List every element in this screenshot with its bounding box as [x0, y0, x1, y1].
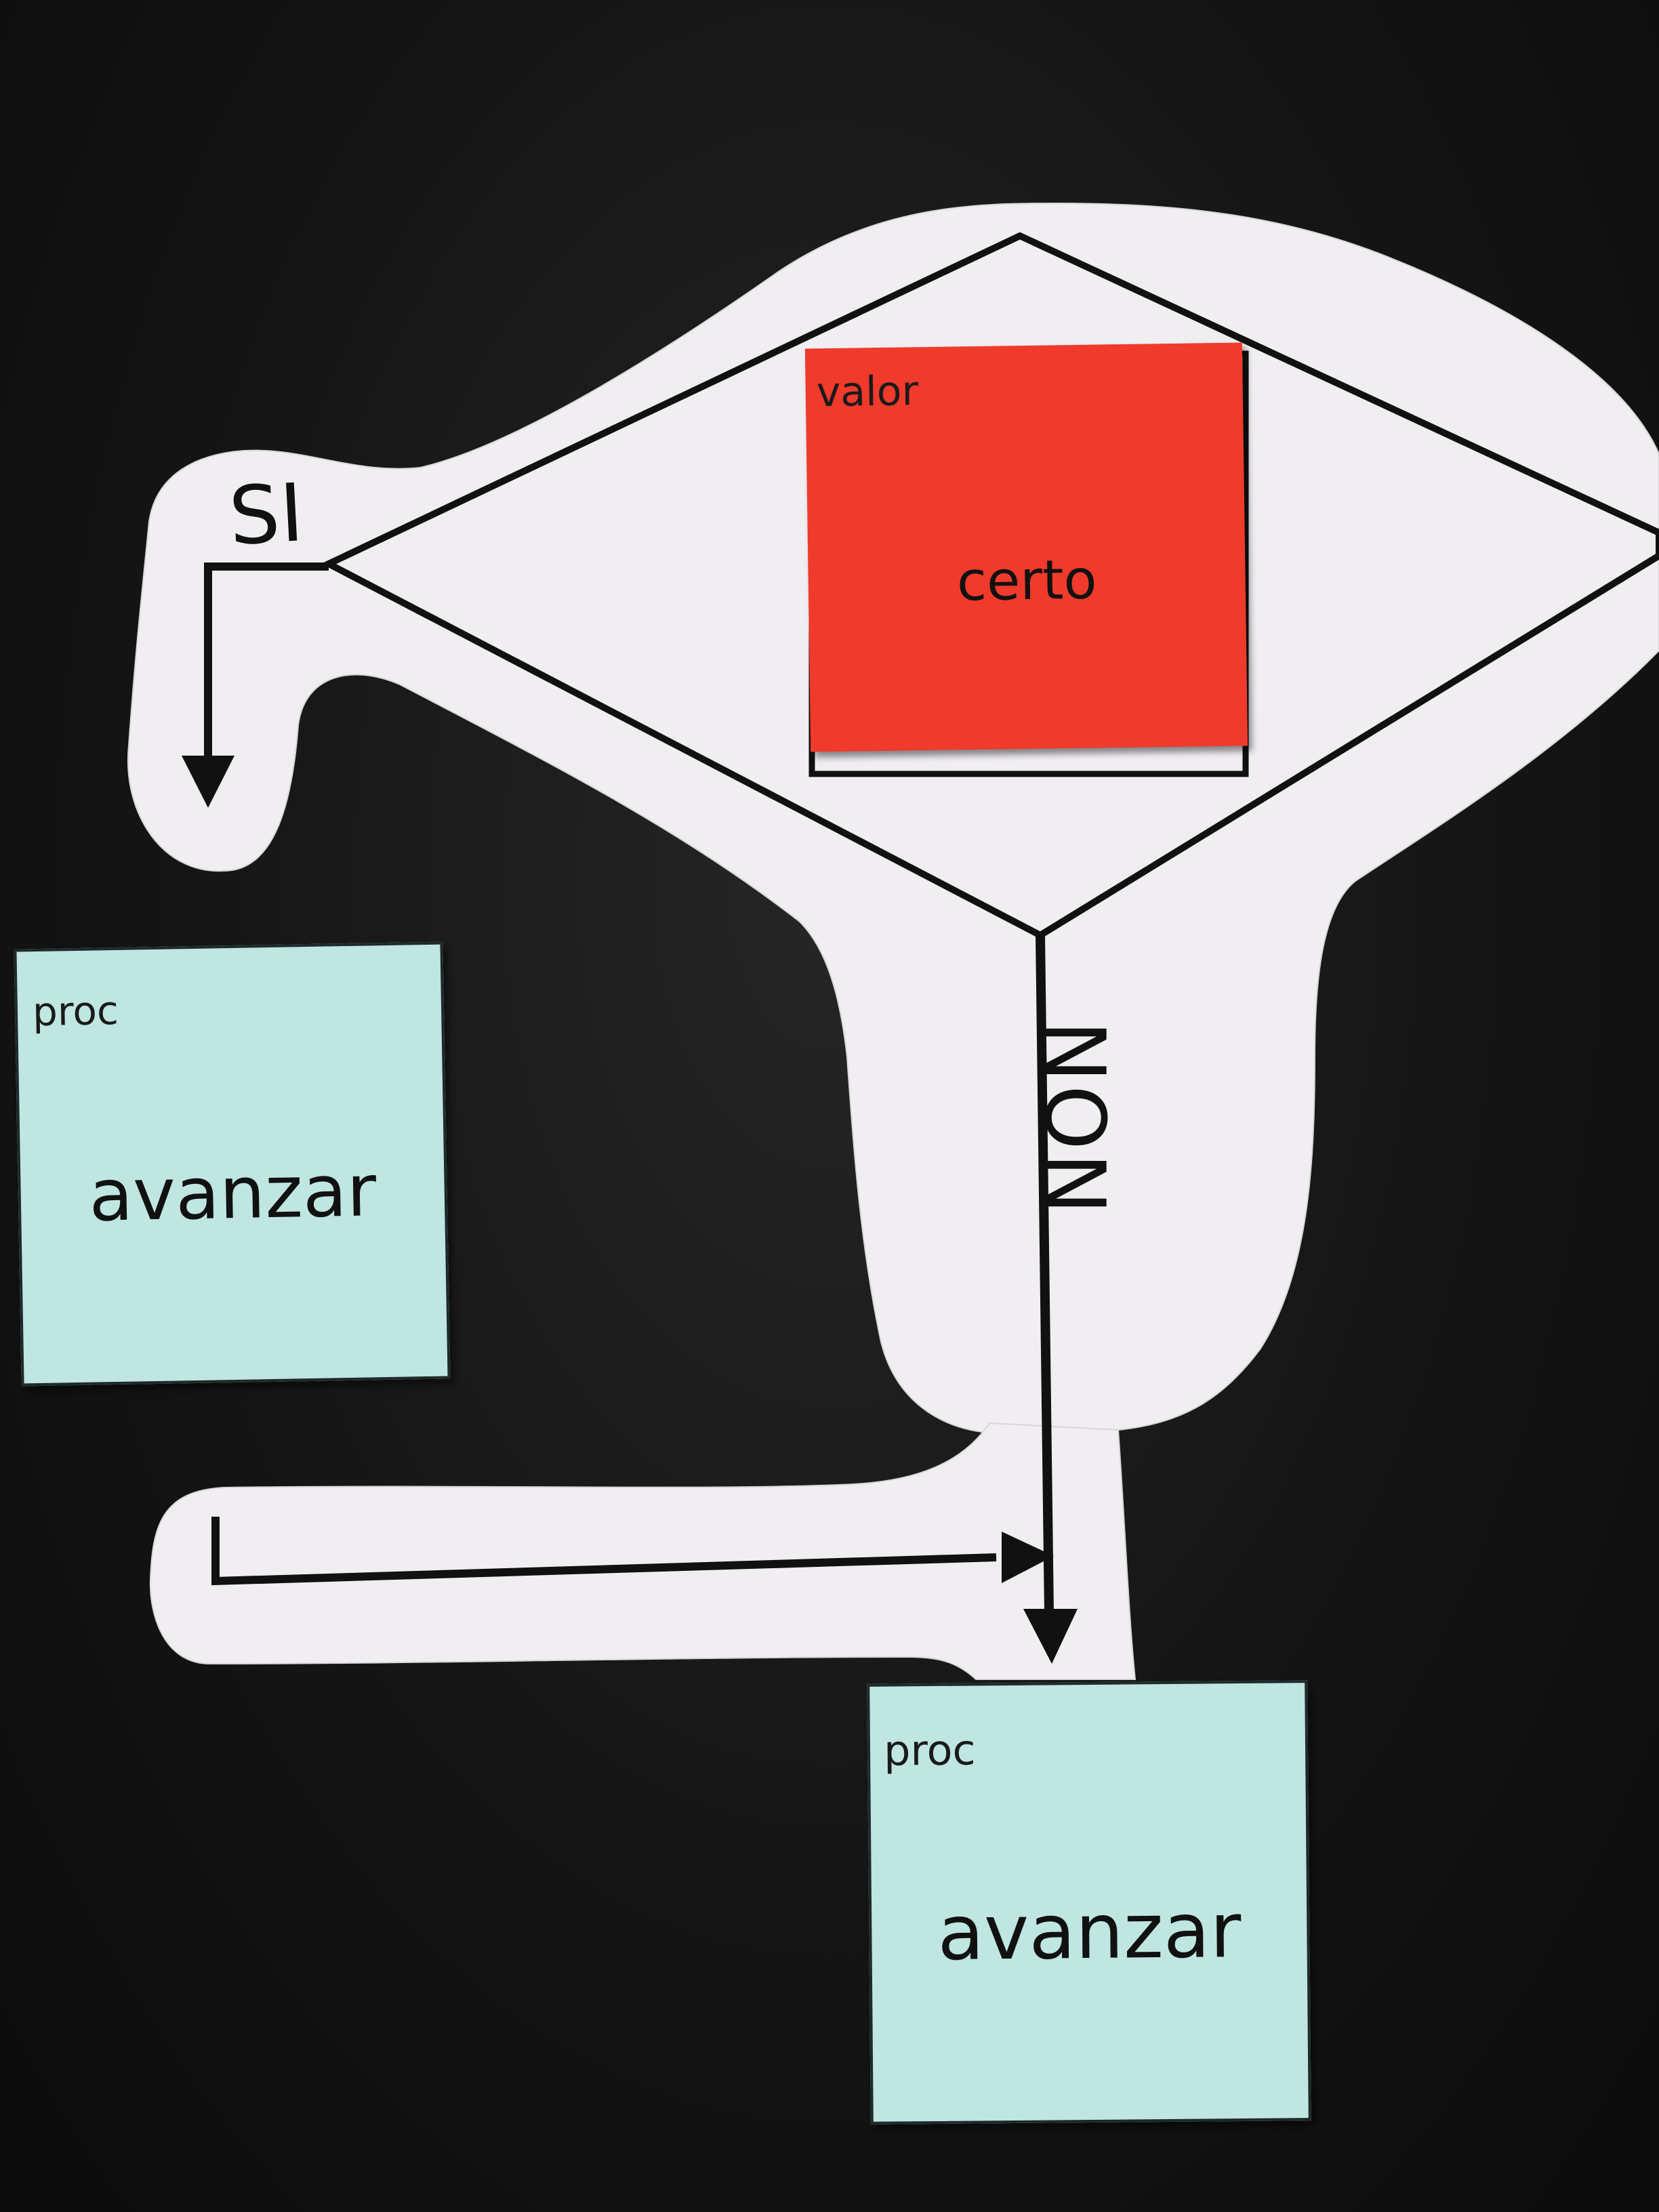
card-action-label: avanzar — [937, 1887, 1242, 1978]
card-value-label: certo — [956, 548, 1098, 613]
no-branch-line — [1036, 935, 1054, 1614]
yes-branch-line — [204, 562, 329, 759]
yes-branch-label: SI — [226, 466, 306, 563]
decision-diamond — [321, 232, 1659, 939]
decision-value-card[interactable]: valor certo — [804, 342, 1248, 752]
connector-paper-shape — [149, 1422, 1136, 1680]
arrow-right-icon — [1002, 1532, 1054, 1583]
procedure-card-yes[interactable]: proc avanzar — [14, 941, 451, 1387]
arrow-down-icon — [182, 756, 234, 808]
merge-line — [211, 1517, 997, 1586]
decision-paper-shape — [127, 202, 1659, 1435]
card-kind-label: proc — [32, 987, 119, 1036]
arrow-down-icon — [1023, 1609, 1078, 1664]
card-kind-label: proc — [883, 1725, 976, 1776]
card-action-label: avanzar — [88, 1149, 377, 1237]
no-branch-label: NON — [1026, 1020, 1123, 1218]
card-kind-label: valor — [816, 367, 919, 417]
procedure-card-next[interactable]: proc avanzar — [867, 1680, 1311, 2125]
